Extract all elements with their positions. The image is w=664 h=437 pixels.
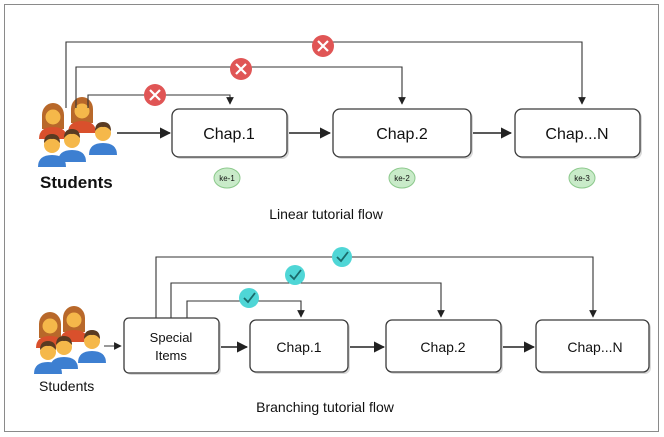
linear-chapter-2-box — [332, 108, 472, 158]
svg-text:ke-1: ke-1 — [219, 174, 235, 183]
special-items-label-line2: Items — [155, 348, 187, 363]
check-icon — [332, 247, 352, 267]
svg-text:ke-3: ke-3 — [574, 174, 590, 183]
badge-ke-3: ke-3 — [568, 167, 596, 189]
badge-ke-1: ke-1 — [213, 167, 241, 189]
svg-text:ke-2: ke-2 — [394, 174, 410, 183]
branching-chapter-n-box — [535, 319, 650, 373]
linear-flow: Students Chap.1 Chap.2 Chap...N — [38, 35, 642, 222]
students-group-icon — [38, 97, 117, 167]
branching-flow: Students Special Items Chap.1 Chap.2 Cha… — [34, 247, 651, 415]
branching-caption: Branching tutorial flow — [256, 399, 395, 415]
badge-ke-2: ke-2 — [388, 167, 416, 189]
linear-chapter-n-label: Chap...N — [545, 126, 608, 143]
cross-icon — [144, 84, 166, 106]
linear-caption: Linear tutorial flow — [269, 206, 384, 222]
students-label: Students — [39, 378, 94, 394]
linear-chapter-1-label: Chap.1 — [203, 126, 255, 143]
branching-chapter-2-box — [385, 319, 502, 373]
students-label: Students — [40, 173, 113, 192]
linear-chapter-1-box — [171, 108, 288, 158]
special-items-box — [123, 317, 220, 374]
branching-chapter-1-box — [249, 319, 349, 373]
linear-chapter-2-label: Chap.2 — [376, 126, 428, 143]
branching-chapter-1-label: Chap.1 — [276, 339, 321, 355]
special-items-label-line1: Special — [150, 330, 193, 345]
linear-chapter-n-box — [514, 108, 641, 158]
branching-chapter-n-label: Chap...N — [567, 339, 622, 355]
cross-icon — [230, 58, 252, 80]
check-icon — [285, 265, 305, 285]
students-group-icon — [34, 306, 106, 374]
check-icon — [239, 288, 259, 308]
cross-icon — [312, 35, 334, 57]
branching-chapter-2-label: Chap.2 — [420, 339, 465, 355]
